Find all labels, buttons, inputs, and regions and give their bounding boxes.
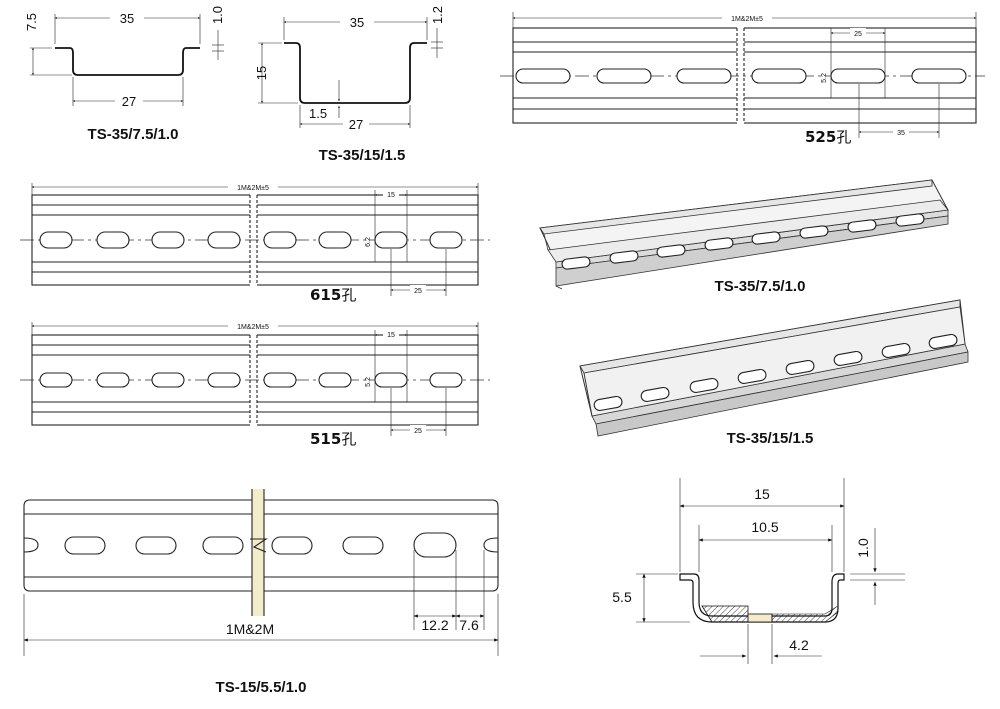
rail-title: TS-15/5.5/1.0 — [216, 679, 307, 696]
wall-dim: 1.5 — [309, 106, 327, 121]
profile-ts35-7.5: 35 7.5 1.0 27 TS-35/7.5/1.0 — [24, 6, 225, 143]
spacing-dim: 35 — [897, 130, 905, 137]
profile-ts15: 15 10.5 5.5 1.0 4.2 — [612, 478, 905, 664]
thickness-dim: 1.0 — [855, 538, 871, 558]
width-dim: 35 — [350, 15, 364, 30]
length-dim: 1M&2M±5 — [237, 324, 269, 331]
rail-615: 1M&2M±5 15 6.2 25 615孔 — [20, 182, 490, 304]
pitch-dim: 25 — [414, 288, 422, 295]
rail-ts15: 12.2 7.6 1M&2M TS-15/5.5/1.0 — [23, 489, 499, 696]
slot-gap-dim: 7.6 — [459, 617, 479, 633]
perspective-rail-ts35-15: TS-35/15/1.5 — [579, 299, 969, 447]
rail-515: 1M&2M±5 15 5.2 25 515孔 — [20, 321, 490, 448]
length-dim: 1M&2M±5 — [237, 185, 269, 192]
hole-label: 525孔 — [805, 128, 851, 146]
height-dim: 5.5 — [612, 589, 632, 605]
slot-length-dim: 12.2 — [421, 617, 448, 633]
perspective-title: TS-35/7.5/1.0 — [715, 278, 806, 295]
length-dim: 1M&2M±5 — [731, 16, 763, 23]
pitch-dim: 25 — [854, 31, 862, 38]
hole-label: 615孔 — [310, 286, 356, 304]
slot-width-dim: 15 — [387, 332, 395, 339]
slot-height-dim: 5.2 — [365, 377, 372, 387]
pitch-dim: 25 — [414, 428, 422, 435]
perspective-title: TS-35/15/1.5 — [727, 430, 814, 447]
flange-dim: 4.2 — [789, 637, 809, 653]
hole-label: 515孔 — [310, 430, 356, 448]
profile-title: TS-35/7.5/1.0 — [88, 126, 179, 143]
inner-dim: 27 — [122, 94, 136, 109]
width-dim: 35 — [120, 11, 134, 26]
width-dim: 15 — [754, 486, 770, 502]
slot-height-dim: 5.2 — [821, 73, 828, 83]
thickness-dim: 1.2 — [430, 6, 445, 24]
slot-height-dim: 6.2 — [365, 237, 372, 247]
thickness-dim: 1.0 — [210, 6, 225, 24]
length-dim: 1M&2M — [226, 621, 274, 637]
profile-ts35-15: 35 15 1.2 1.5 27 TS-35/15/1.5 — [254, 6, 445, 164]
slot-width-dim: 15 — [387, 192, 395, 199]
rail-525: 1M&2M±5 25 5.2 35 525孔 — [500, 12, 985, 146]
inner-dim: 10.5 — [751, 519, 778, 535]
profile-title: TS-35/15/1.5 — [319, 147, 406, 164]
perspective-rail-ts35-7.5: TS-35/7.5/1.0 — [539, 179, 949, 295]
height-dim: 7.5 — [24, 13, 39, 31]
inner-dim: 27 — [349, 117, 363, 132]
height-dim: 15 — [254, 66, 269, 80]
